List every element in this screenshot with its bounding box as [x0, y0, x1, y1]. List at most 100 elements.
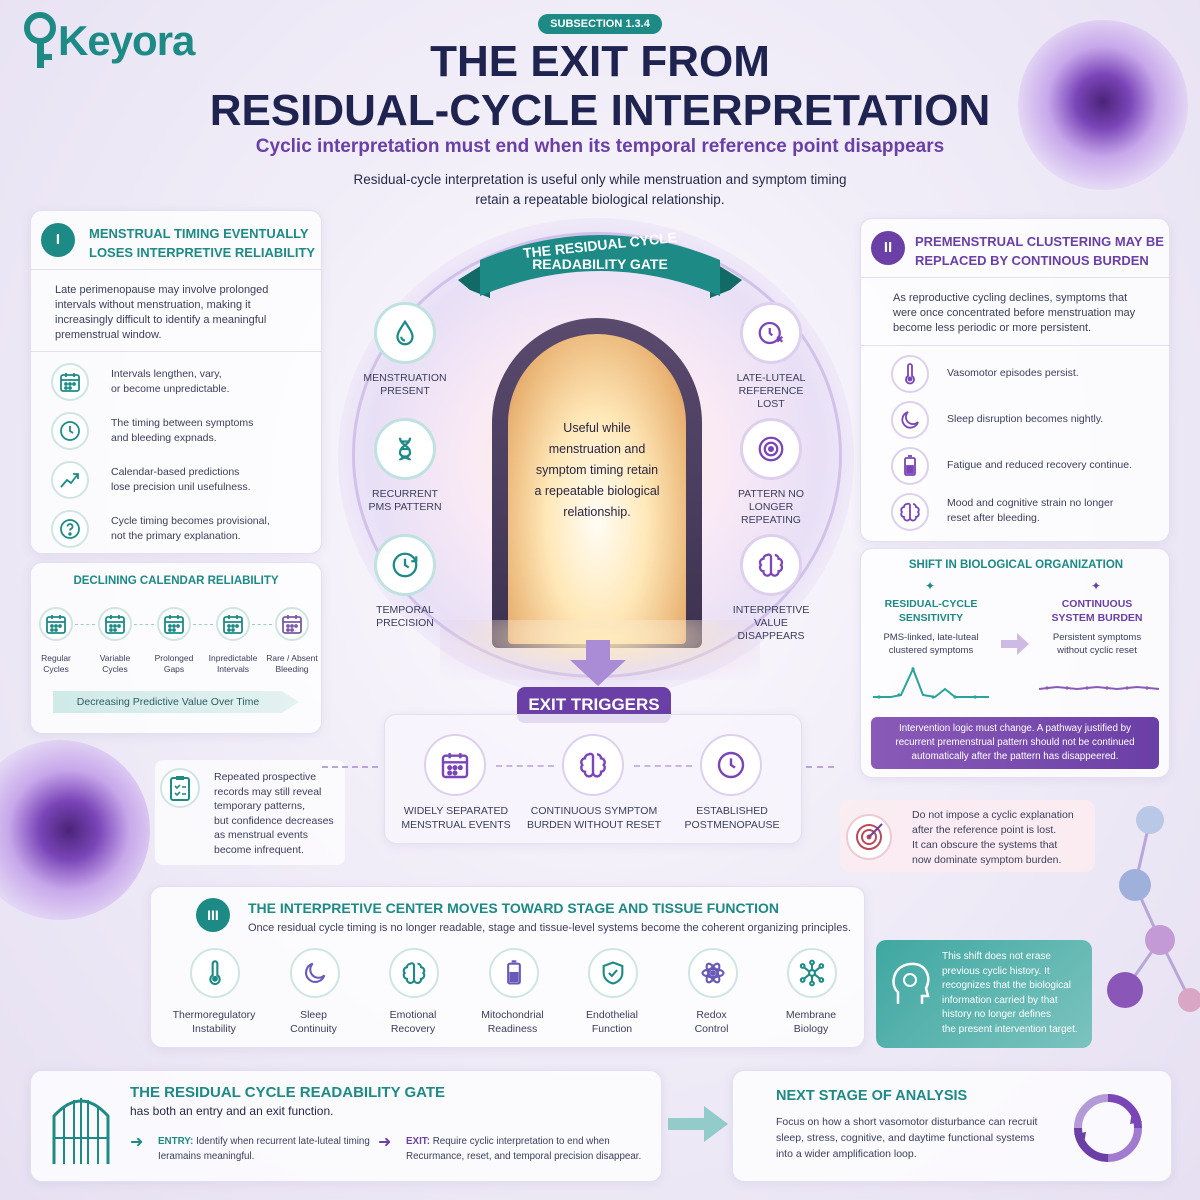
cyclic-wave-graphic — [873, 666, 989, 699]
tissue-function-line-1: Endothelial — [586, 1009, 638, 1021]
entry-line-1: Identify when recurrent late-luteal timi… — [196, 1136, 370, 1147]
section-1-item: Intervals lengthen, vary,or become unpre… — [111, 367, 230, 397]
tissue-function-line-2: Biology — [793, 1023, 829, 1035]
history-note-line-5: history no longer defines — [942, 1009, 1051, 1020]
clock-icon — [51, 412, 89, 450]
gate-banner-line-2: READABILITY GATE — [532, 256, 668, 272]
moon-icon — [289, 948, 340, 998]
section-2-title: PREMENSTRUAL CLUSTERING MAY BE REPLACED … — [915, 232, 1164, 270]
intervention-note-line-1: Intervention logic must change. A pathwa… — [899, 723, 1131, 734]
brand-logo: Keyora — [20, 10, 195, 72]
gate-banner-text: THE RESIDUAL CYCLE READABILITY GATE — [500, 229, 700, 274]
gate-right-item-label-l3: LOST — [757, 398, 785, 410]
intro-line-1: Residual-cycle interpretation is useful … — [353, 172, 847, 187]
section-1-divider-2 — [31, 351, 321, 352]
gate-center-line-4: a repeatable biological — [534, 484, 660, 498]
calendar-step-line-1: Inpredictable — [208, 653, 258, 663]
gate-left-item-label-l1: TEMPORAL — [376, 604, 434, 616]
sparkle-icon: ✦ — [925, 579, 936, 593]
shift-right-title-1: CONTINUOUS — [1061, 598, 1133, 610]
section-1-item-line-2: not the primary explanation. — [111, 530, 241, 542]
intervention-note: Intervention logic must change. A pathwa… — [871, 717, 1159, 769]
section-1-item: Cycle timing becomes provisional, not the… — [111, 514, 270, 544]
tissue-function-line-1: Emotional — [389, 1009, 437, 1021]
calendar-step-icon — [216, 607, 250, 641]
gate-left-item-label-l2: PRESENT — [380, 385, 430, 397]
calendar-step-line-1: Prolonged — [154, 653, 194, 663]
brain-icon — [562, 734, 624, 796]
history-note-line-3: recognizes that the biological — [942, 980, 1071, 991]
calendar-step-icon — [98, 607, 132, 641]
section-2-card: II PREMENSTRUAL CLUSTERING MAY BE REPLAC… — [860, 218, 1170, 542]
records-line-5: as menstrual events — [214, 829, 308, 841]
section-1-divider — [31, 269, 321, 270]
calendar-step-icon — [157, 607, 191, 641]
tissue-function-line-2: Instability — [192, 1023, 236, 1035]
calendar-step-icon — [39, 607, 73, 641]
calendar-step-icon — [275, 607, 309, 641]
head-gear-icon — [892, 962, 930, 1004]
page-subtitle: Cyclic interpretation must end when its … — [255, 136, 945, 157]
gate-right-item-label-l2: VALUE — [754, 617, 788, 629]
history-note — [876, 940, 1092, 1048]
continuous-line-graphic — [1038, 685, 1160, 691]
gate-center-line-5: relationship. — [563, 505, 631, 519]
section-2-numeral: II — [871, 231, 905, 265]
shield-icon — [588, 948, 638, 998]
thermometer-icon — [190, 948, 240, 998]
cell-decoration-top-right — [1018, 20, 1188, 190]
calendar-title: DECLINING CALENDAR RELIABILITY — [73, 575, 279, 587]
section-2-item-line-1: Fatigue and reduced recovery continue. — [947, 459, 1133, 471]
exit-trigger-line-2: BURDEN WITHOUT RESET — [527, 819, 661, 831]
section-1-item-line-1: Intervals lengthen, vary, — [111, 368, 222, 380]
next-stage-line-3: into a wider amplification loop. — [776, 1148, 917, 1160]
section-2-item-line-1: Vasomotor episodes persist. — [947, 367, 1079, 379]
title-line-1: THE EXIT FROM — [430, 37, 770, 86]
readability-gate-sub: has both an entry and an exit function. — [130, 1104, 334, 1118]
battery-icon — [488, 948, 539, 998]
next-stage-title: NEXT STAGE OF ANALYSIS — [776, 1088, 968, 1104]
records-line-6: become infrequent. — [214, 843, 304, 856]
exit-right-dashes — [806, 766, 834, 768]
section-1-item-line-1: Cycle timing becomes provisional, — [111, 515, 270, 527]
shift-right-desc-2: without cyclic reset — [1057, 645, 1137, 656]
section-2-title-line-1: PREMENSTRUAL CLUSTERING MAY BE — [915, 234, 1164, 249]
section-2-item-line-1: Mood and cognitive strain no longer — [947, 497, 1114, 509]
dna-icon — [374, 418, 436, 480]
exit-trigger-line-2: MENSTRUAL EVENTS — [401, 819, 511, 831]
calendar-step-line-1: Rare / Absent — [266, 653, 318, 663]
warning-line-4: now dominate symptom burden. — [912, 854, 1062, 866]
gate-right-item-label-l3: DISAPPEARS — [737, 630, 805, 642]
shift-left-desc-1: PMS-linked, late-luteal — [883, 632, 979, 643]
cell-decoration-left — [0, 740, 150, 920]
section-3-title: THE INTERPRETIVE CENTER MOVES TOWARD STA… — [248, 900, 779, 916]
section-1-title-line-1: MENSTRUAL TIMING EVENTUALLY — [89, 226, 309, 241]
section-2-item: Vasomotor episodes persist. — [947, 366, 1079, 381]
next-arrow-icon — [668, 1106, 728, 1142]
exit-left-dashes — [322, 766, 378, 768]
shift-arrow-icon — [1001, 633, 1029, 655]
next-stage-card — [732, 1070, 1172, 1182]
section-1-body: Late perimenopause may involve prolonged… — [55, 284, 269, 341]
tissue-function-line-1: Membrane — [785, 1009, 837, 1021]
molecule-decoration — [1090, 800, 1200, 1060]
subsection-badge: SUBSECTION 1.3.4 — [538, 14, 662, 34]
history-note-line-4: information carried by that — [942, 994, 1058, 1006]
gate-left-item-label-l2: PMS PATTERN — [368, 501, 442, 513]
question-icon — [51, 510, 89, 548]
tissue-function-line-2: Function — [591, 1023, 633, 1035]
section-3-numeral: III — [196, 898, 230, 932]
gate-right-item-label-l3: REPEATING — [741, 514, 801, 526]
